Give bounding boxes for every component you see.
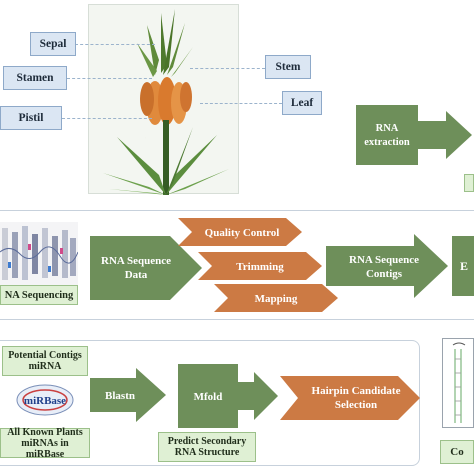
mapping-arrow: Mapping bbox=[214, 284, 338, 312]
mapping-text: Mapping bbox=[255, 293, 298, 305]
trimming-text: Trimming bbox=[236, 261, 284, 273]
trimming-arrow: Trimming bbox=[198, 252, 322, 280]
sepal-leader-line bbox=[75, 44, 155, 45]
hairpin-structure-image bbox=[442, 338, 474, 428]
mirbase-logo-graphic: miRBase bbox=[16, 384, 74, 416]
leaf-leader-line bbox=[200, 103, 282, 104]
stem-label: Stem bbox=[265, 55, 311, 79]
rna-sequence-contigs-line-1: RNA Sequence bbox=[349, 254, 419, 266]
rna-extraction-line-2: extraction bbox=[364, 137, 410, 148]
rna-sequence-data-arrow: RNA Sequence Data bbox=[90, 236, 202, 300]
quality-control-text: Quality Control bbox=[205, 227, 280, 239]
rna-sequencing-label: NA Sequencing bbox=[0, 285, 78, 305]
hairpin-selection-arrow: Hairpin Candidate Selection bbox=[280, 376, 420, 420]
blastn-text: Blastn bbox=[105, 390, 135, 402]
rna-sequence-data-line-1: RNA Sequence bbox=[101, 255, 171, 267]
leaf-label: Leaf bbox=[282, 91, 322, 115]
sequencing-gel-graphic bbox=[0, 226, 79, 280]
mfold-text: Mfold bbox=[194, 391, 223, 403]
hairpin-structure-graphic bbox=[452, 342, 466, 423]
sepal-label: Sepal bbox=[30, 32, 76, 56]
pistil-leader-line bbox=[62, 118, 152, 119]
pistil-label: Pistil bbox=[0, 106, 62, 130]
quality-control-arrow: Quality Control bbox=[178, 218, 302, 246]
predict-secondary-label: Predict Secondary RNA Structure bbox=[158, 432, 256, 462]
crown-imperial-flower-image bbox=[103, 9, 229, 195]
cut-right-box: E bbox=[452, 236, 474, 296]
mirbase-logo: miRBase bbox=[16, 384, 74, 416]
plant-photo bbox=[88, 4, 239, 195]
rna-sequence-data-line-2: Data bbox=[125, 269, 148, 281]
stamen-label: Stamen bbox=[3, 66, 67, 90]
cut-bottom-right-label: Co bbox=[440, 440, 474, 464]
known-mirnas-label: All Known Plants miRNAs in miRBase bbox=[0, 427, 90, 460]
blastn-arrow: Blastn bbox=[90, 368, 166, 422]
stamen-leader-line bbox=[67, 78, 152, 79]
hairpin-selection-line-1: Hairpin Candidate bbox=[312, 385, 401, 397]
hairpin-selection-line-2: Selection bbox=[335, 399, 377, 411]
potential-contigs-label: Potential Contigs miRNA bbox=[2, 346, 88, 376]
rna-sequence-contigs-arrow: RNA Sequence Contigs bbox=[326, 234, 448, 298]
rna-extraction-line-1: RNA bbox=[376, 123, 399, 134]
mirbase-logo-text: miRBase bbox=[24, 395, 66, 407]
rna-sequence-contigs-line-2: Contigs bbox=[366, 268, 403, 280]
mfold-arrow: Mfold bbox=[178, 364, 278, 428]
sequencing-image bbox=[0, 222, 79, 286]
cut-green-box bbox=[464, 174, 474, 192]
rna-extraction-arrow: RNA extraction bbox=[356, 105, 472, 165]
stem-leader-line bbox=[190, 68, 265, 69]
